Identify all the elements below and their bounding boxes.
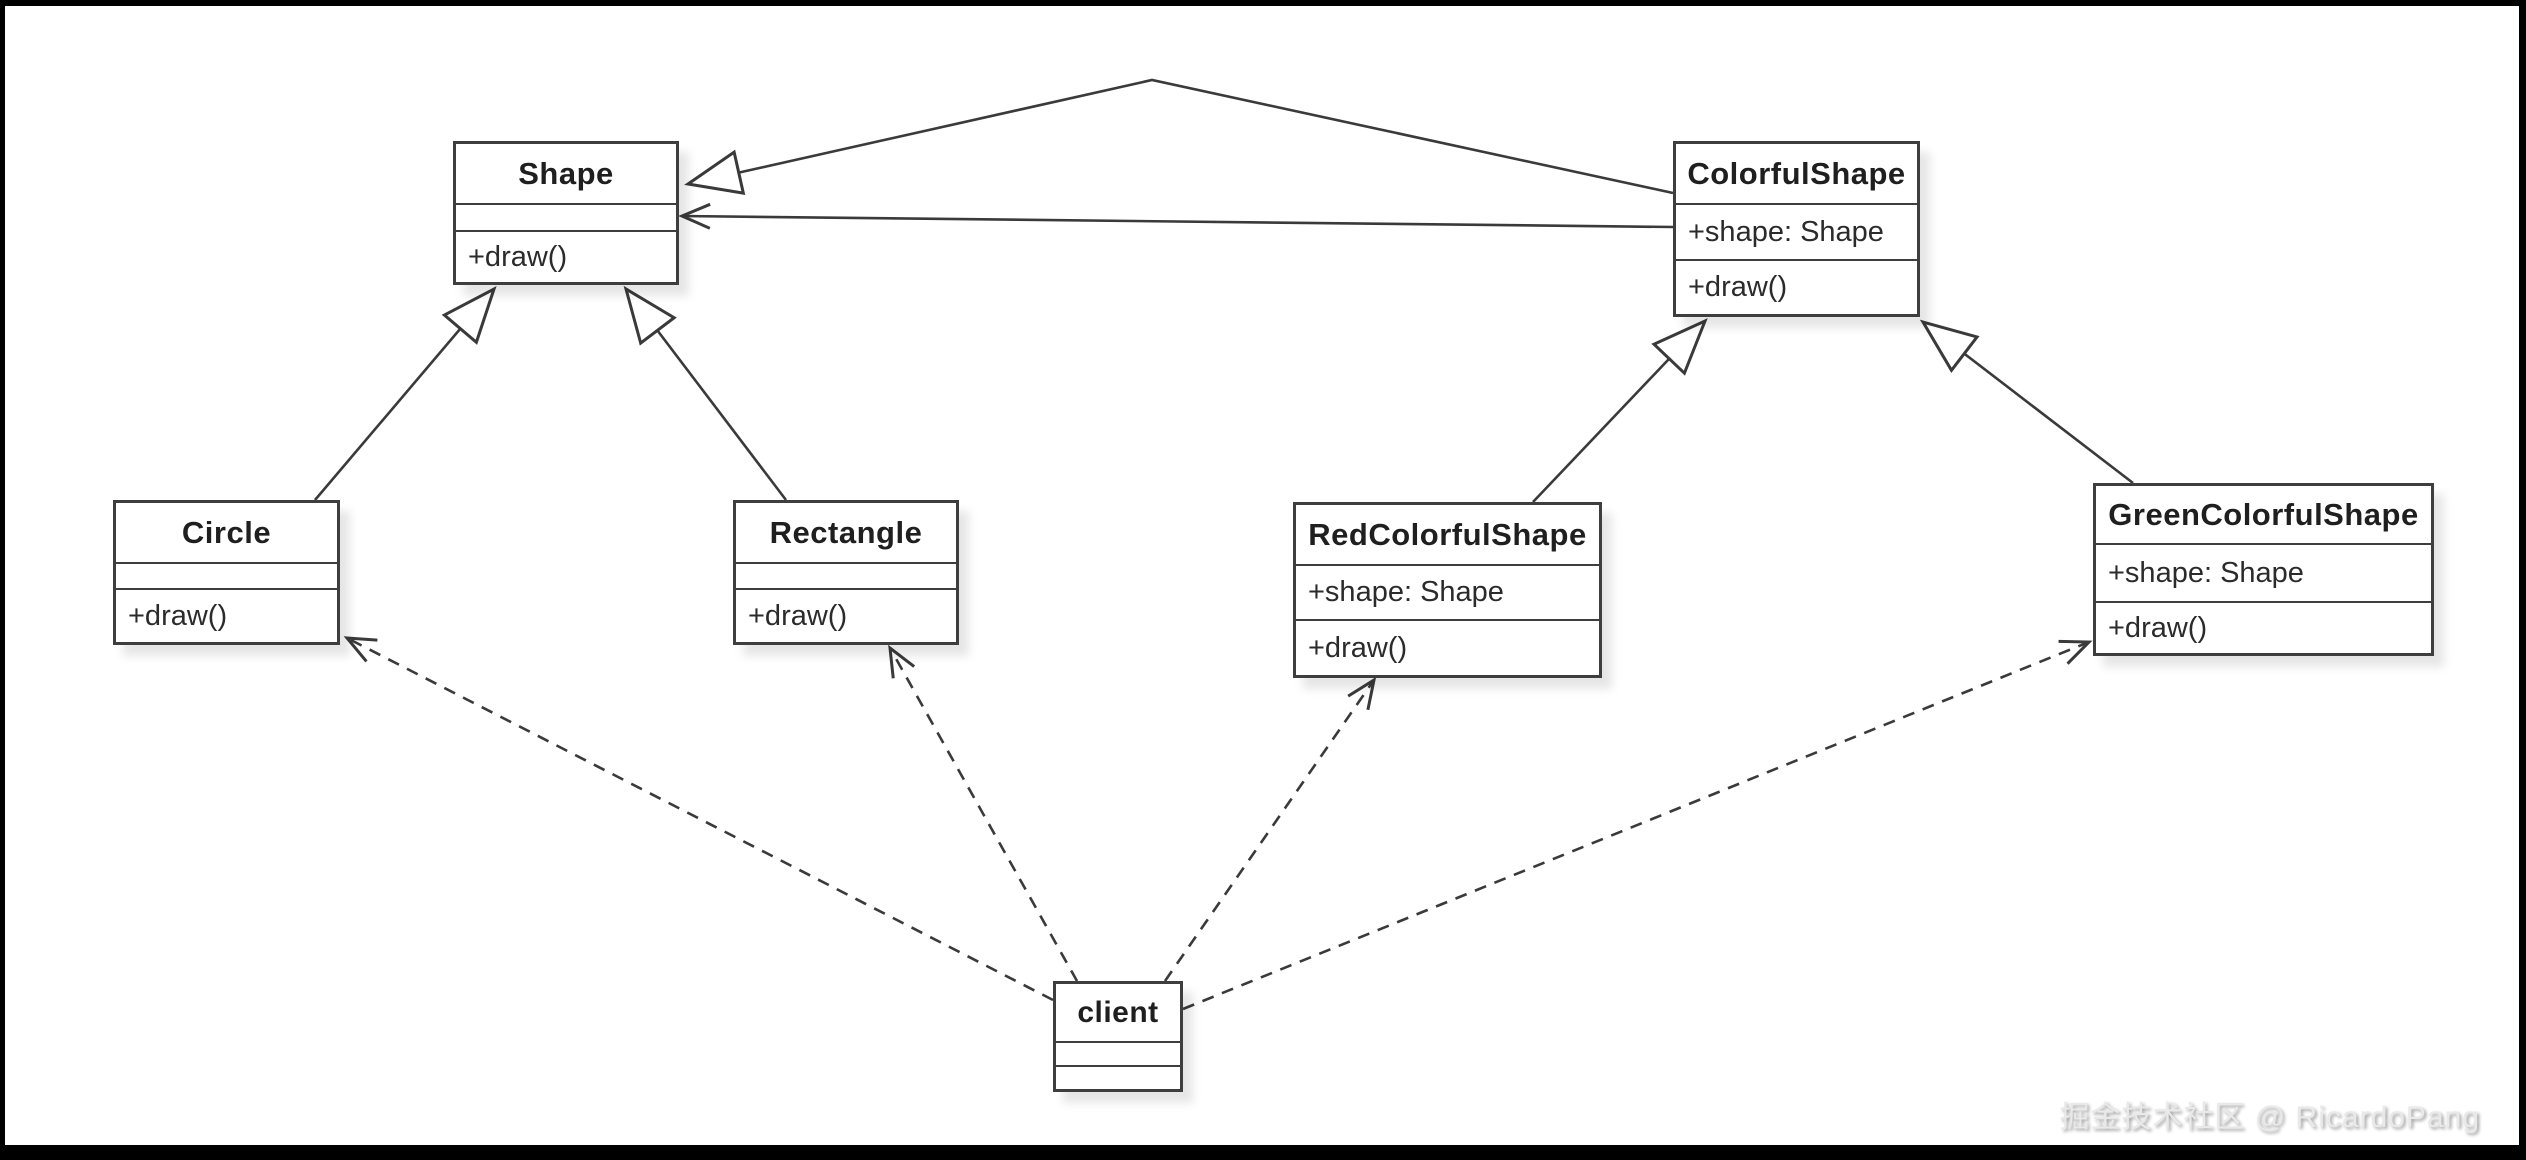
class-title: Rectangle — [769, 515, 923, 550]
edge-client-to-circle-dependency — [343, 636, 1054, 1002]
edge-colorfulshape-to-shape-association — [678, 202, 1674, 230]
class-title: ColorfulShape — [1687, 156, 1906, 191]
class-box-circle[interactable]: Circle +draw() — [113, 500, 340, 645]
frame-border-left — [0, 0, 5, 1160]
frame-border-right — [2519, 0, 2526, 1160]
edge-client-to-redcolorfulshape-dependency — [1163, 676, 1377, 982]
class-box-redcolorfulshape[interactable]: RedColorfulShape +shape: Shape +draw() — [1293, 502, 1602, 678]
class-attributes — [736, 562, 956, 588]
class-attributes — [1056, 1041, 1180, 1065]
class-title: Shape — [518, 156, 614, 191]
class-box-colorfulshape[interactable]: ColorfulShape +shape: Shape +draw() — [1673, 141, 1920, 317]
class-attributes: +shape: Shape — [2096, 543, 2431, 601]
class-box-shape[interactable]: Shape +draw() — [453, 141, 679, 285]
class-box-greencolorfulshape[interactable]: GreenColorfulShape +shape: Shape +draw() — [2093, 483, 2434, 656]
class-methods: +draw() — [456, 230, 676, 282]
class-methods: +draw() — [1296, 619, 1599, 675]
frame-border-top — [0, 0, 2526, 6]
class-methods: +draw() — [1676, 259, 1917, 314]
class-methods: +draw() — [2096, 601, 2431, 653]
edge-client-to-rectangle-dependency — [888, 644, 1079, 982]
class-methods — [1056, 1065, 1180, 1089]
class-methods: +draw() — [736, 588, 956, 642]
class-title: Circle — [181, 515, 272, 550]
class-title: GreenColorfulShape — [2108, 497, 2419, 532]
class-box-rectangle[interactable]: Rectangle +draw() — [733, 500, 959, 645]
class-attributes — [456, 203, 676, 230]
class-methods: +draw() — [116, 588, 337, 642]
watermark-text: 掘金技术社区 @ RicardoPang — [2059, 1101, 2480, 1134]
class-attributes: +shape: Shape — [1676, 203, 1917, 259]
class-attributes — [116, 562, 337, 588]
edge-circle-to-shape-generalization — [314, 285, 497, 501]
class-title: client — [1077, 996, 1159, 1029]
edge-client-to-greencolorfulshape-dependency — [1182, 639, 2093, 1011]
class-box-client[interactable]: client — [1053, 981, 1183, 1092]
class-attributes: +shape: Shape — [1296, 564, 1599, 619]
edge-greencolorfulshape-to-colorfulshape-generalization — [1919, 319, 2134, 485]
class-title: RedColorfulShape — [1308, 517, 1587, 552]
frame-border-bottom — [0, 1145, 2526, 1160]
edge-colorfulshape-to-shape-generalization — [684, 78, 1674, 195]
edge-redcolorfulshape-to-colorfulshape-generalization — [1532, 318, 1708, 503]
edge-rectangle-to-shape-generalization — [623, 285, 788, 501]
